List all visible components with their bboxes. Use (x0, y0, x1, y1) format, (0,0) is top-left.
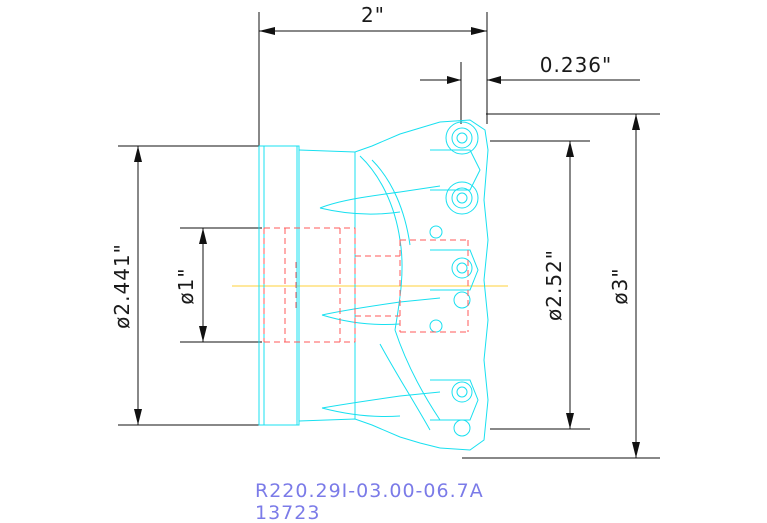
dim-cutting-diameter-inner: ø2.52" (490, 140, 590, 430)
dim-insert-offset: 0.236" (420, 53, 640, 124)
dim-shank-diameter: ø2.441" (110, 145, 262, 426)
dim-overall-length: 2" (258, 3, 488, 146)
overall-length-label: 2" (361, 3, 385, 27)
tool-body-outline (258, 119, 489, 451)
item-number: 13723 (255, 502, 320, 523)
dim-bore-diameter: ø1" (174, 227, 262, 343)
hidden-bore-lines (263, 227, 469, 343)
insert-screws (429, 121, 479, 437)
insert-offset-label: 0.236" (540, 53, 612, 77)
cutting-diameter-inner-label: ø2.52" (542, 249, 566, 321)
cutting-diameter-outer-label: ø3" (608, 267, 632, 304)
dim-cutting-diameter-outer: ø3" (462, 113, 660, 459)
part-number: R220.29I-03.00-06.7A (255, 480, 484, 502)
bore-diameter-label: ø1" (174, 267, 198, 304)
shank-diameter-label: ø2.441" (110, 243, 134, 329)
